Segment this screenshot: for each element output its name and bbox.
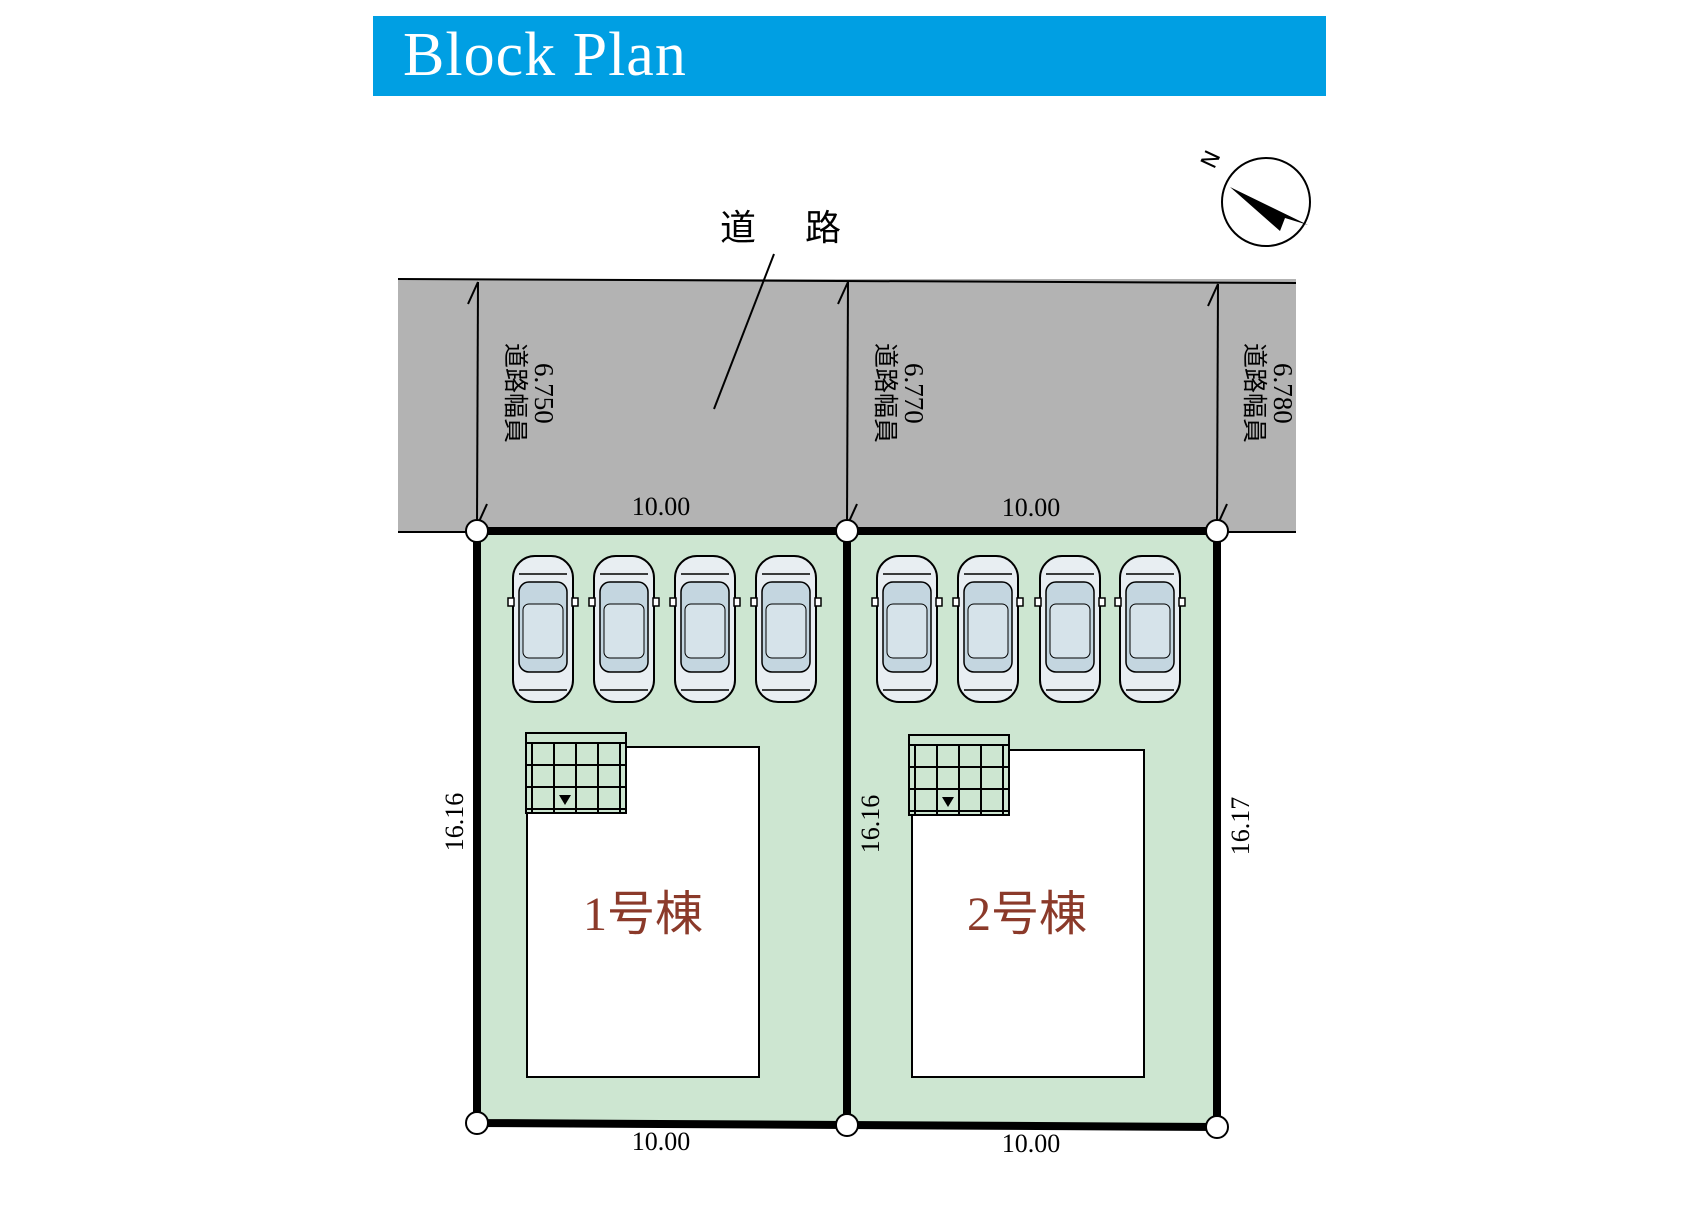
house-2-label: 2号棟 (967, 888, 1087, 941)
road-label: 道 路 (720, 208, 861, 248)
page-title: Block Plan (403, 21, 687, 89)
lot-2-depth-dimension: 16.16 (856, 795, 885, 854)
car-icon-3 (669, 555, 741, 703)
lot-2-right-depth-dimension: 16.17 (1226, 797, 1255, 856)
entrance-arrow-icon-1 (559, 795, 571, 805)
lot-2-back-dimension: 10.00 (1002, 1129, 1061, 1158)
header-banner: Block Plan (373, 16, 1326, 96)
parking-cars (507, 555, 1186, 703)
car-icon-5 (871, 555, 943, 703)
car-icon-8 (1114, 555, 1186, 703)
road-width-label-1: 道路幅員 (501, 343, 529, 443)
road-width-value-3: 6.780 (1268, 363, 1298, 424)
road-width-value-2: 6.770 (899, 363, 929, 424)
lot-1-back-dimension: 10.00 (632, 1127, 691, 1156)
north-compass-icon: N (1197, 147, 1311, 247)
lot-1-depth-dimension: 16.16 (440, 793, 469, 852)
road-width-label-2: 道路幅員 (871, 343, 899, 443)
porch-1 (525, 732, 627, 814)
entrance-arrow-icon-2 (942, 797, 954, 807)
road-width-label-3: 道路幅員 (1240, 343, 1268, 443)
car-icon-6 (952, 555, 1024, 703)
car-icon-4 (750, 555, 822, 703)
road-width-value-1: 6.750 (529, 363, 559, 424)
car-icon-7 (1034, 555, 1106, 703)
car-icon-2 (588, 555, 660, 703)
lot-2-front-dimension: 10.00 (1002, 493, 1061, 522)
house-1-label: 1号棟 (583, 888, 703, 941)
house-1-footprint (526, 746, 760, 1078)
porch-2 (908, 734, 1010, 816)
lot-1-front-dimension: 10.00 (632, 492, 691, 521)
north-label: N (1197, 147, 1227, 172)
car-icon-1 (507, 555, 579, 703)
